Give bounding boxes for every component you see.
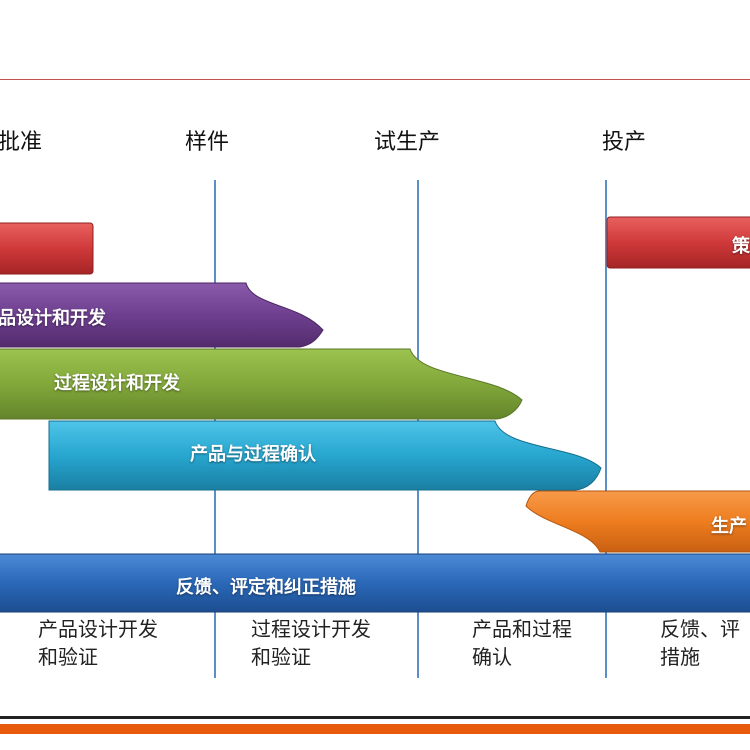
planning-bar-label: 策 bbox=[732, 236, 750, 257]
phase-caption-validation: 产品和过程 确认 bbox=[472, 617, 572, 669]
product-design-bar bbox=[0, 282, 324, 348]
phase-caption-product: 产品设计开发 和验证 bbox=[38, 617, 158, 669]
milestone-prototype: 样件 bbox=[185, 130, 230, 155]
phase-caption-process: 过程设计开发 和验证 bbox=[251, 617, 371, 669]
process-design-bar bbox=[0, 348, 523, 420]
milestone-pilot-production: 试生产 bbox=[374, 130, 441, 155]
phase-caption-feedback: 反馈、评 措施 bbox=[660, 617, 740, 669]
feedback-bar bbox=[0, 553, 750, 613]
milestone-approval: 批准 bbox=[0, 130, 43, 155]
product-design-bar-label: 品设计和开发 bbox=[0, 308, 106, 329]
validation-bar-label: 产品与过程确认 bbox=[190, 444, 316, 465]
bottom-rule-dark bbox=[0, 716, 750, 719]
top-rule bbox=[0, 79, 750, 80]
milestone-launch: 投产 bbox=[602, 130, 647, 155]
planning-bar-left bbox=[0, 222, 94, 275]
feedback-bar-label: 反馈、评定和纠正措施 bbox=[176, 577, 356, 598]
bottom-rule-orange bbox=[0, 724, 750, 734]
process-design-bar-label: 过程设计和开发 bbox=[54, 373, 180, 394]
production-bar bbox=[525, 490, 750, 553]
planning-bar-right bbox=[606, 216, 750, 269]
production-bar-label: 生产 bbox=[711, 516, 747, 537]
validation-bar bbox=[48, 420, 602, 491]
